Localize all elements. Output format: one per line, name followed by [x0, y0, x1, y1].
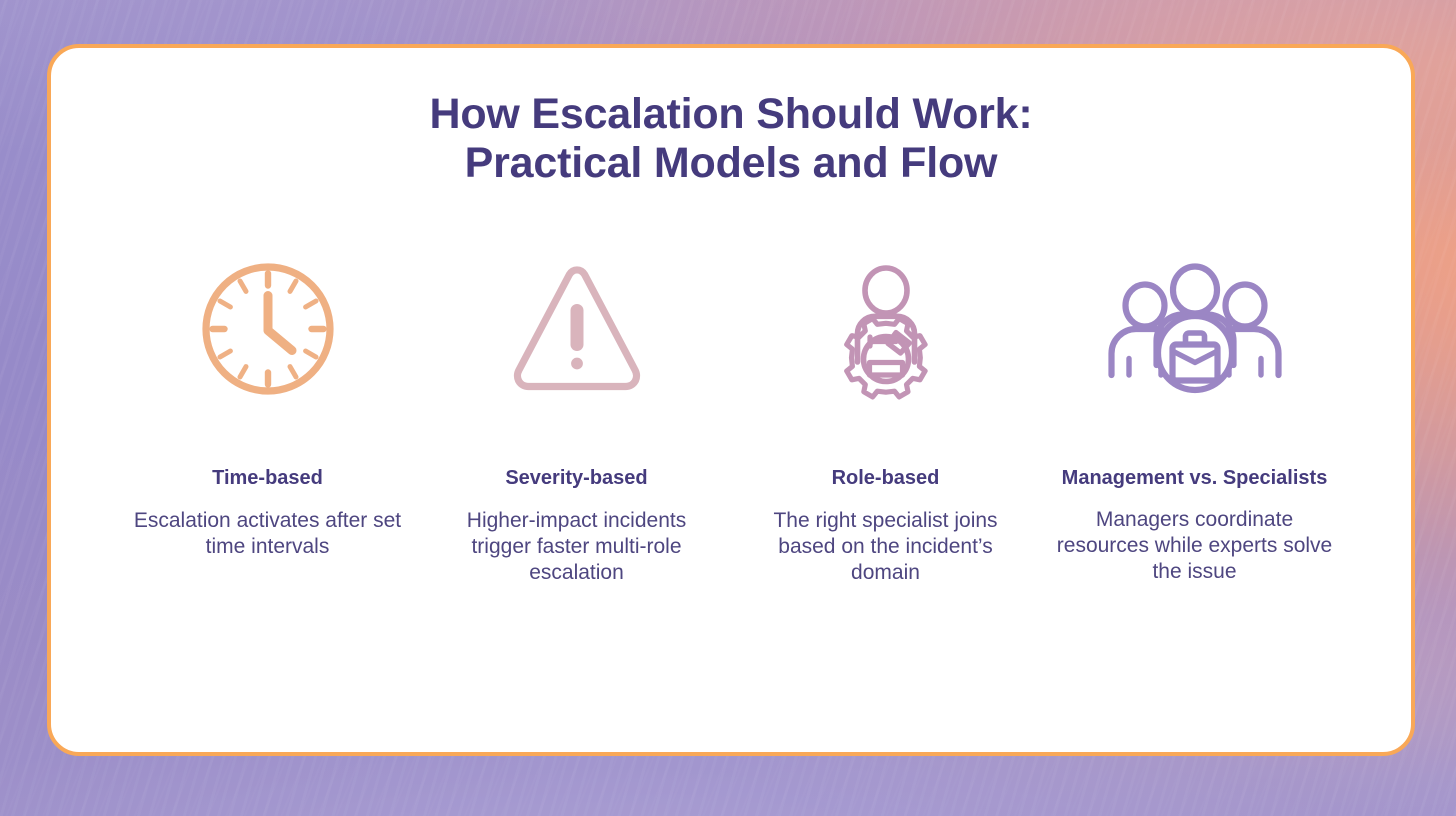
page-title-line-1: How Escalation Should Work:: [429, 90, 1033, 138]
column-time-based: Time-based Escalation activates after se…: [113, 254, 422, 586]
column-heading: Time-based: [212, 467, 323, 489]
column-description: The right specialist joins based on the …: [773, 509, 998, 584]
column-role-based: Role-based The right specialist joins ba…: [731, 254, 1040, 586]
page-title: How Escalation Should Work: Practical Mo…: [51, 90, 1411, 188]
person-gear-wrench-icon: [745, 254, 1026, 404]
column-description: Managers coordinate resources while expe…: [1056, 508, 1333, 583]
column-heading: Severity-based: [505, 467, 648, 489]
content-card: How Escalation Should Work: Practical Mo…: [47, 44, 1415, 756]
page-title-line-2: Practical Models and Flow: [464, 139, 998, 188]
column-description: Higher-impact incidents trigger faster m…: [466, 509, 687, 584]
warning-triangle-icon: [436, 254, 717, 404]
column-heading: Management vs. Specialists: [1061, 467, 1328, 489]
models-columns: Time-based Escalation activates after se…: [113, 254, 1349, 586]
column-severity-based: Severity-based Higher-impact incidents t…: [422, 254, 731, 586]
clock-icon: [127, 254, 408, 404]
team-briefcase-icon: [1054, 254, 1335, 404]
column-heading: Role-based: [831, 467, 940, 489]
column-management-vs-specialists: Management vs. Specialists Managers coor…: [1040, 254, 1349, 586]
column-description: Escalation activates after set time inte…: [133, 509, 402, 559]
